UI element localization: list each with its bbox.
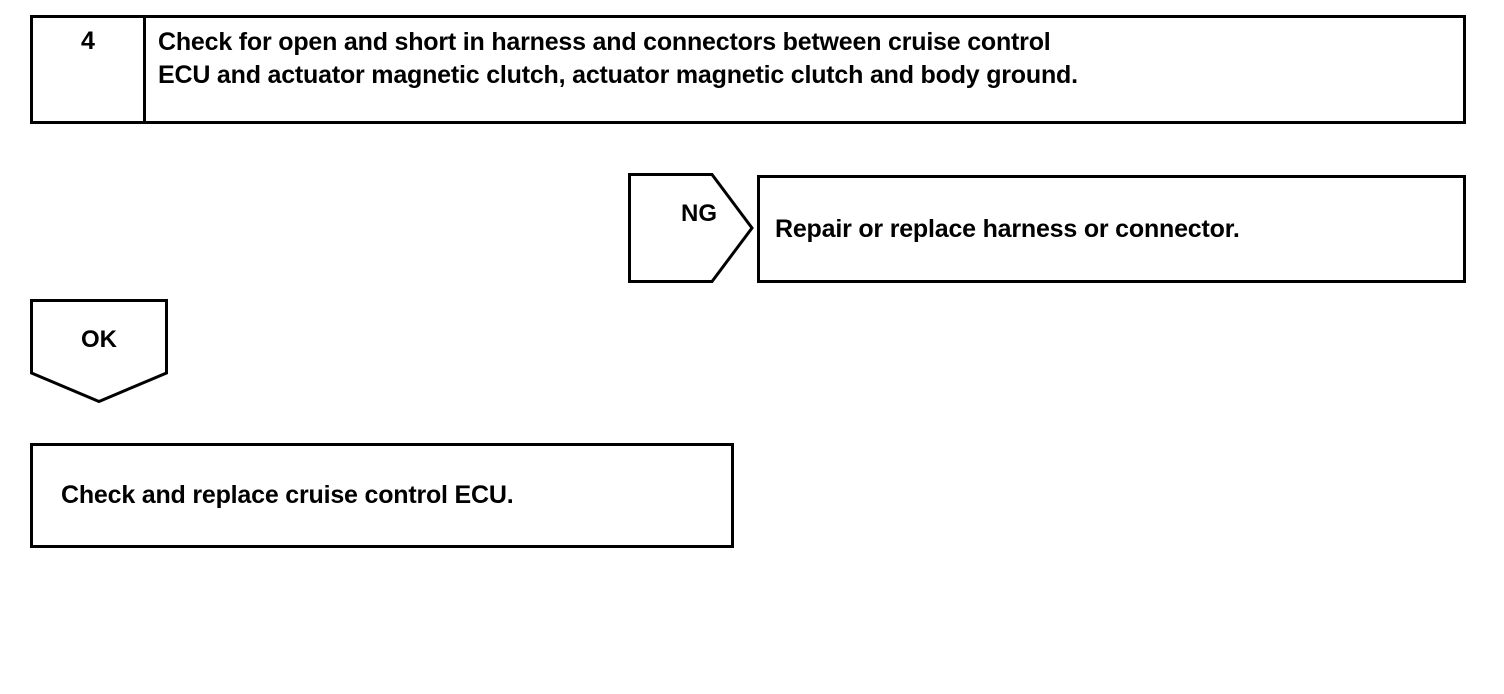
ng-action-text: Repair or replace harness or connector. bbox=[775, 214, 1240, 243]
pentagon-down-icon bbox=[30, 299, 168, 403]
ok-branch-label: OK bbox=[81, 326, 117, 353]
step-instruction-text: Check for open and short in harness and … bbox=[158, 28, 1078, 89]
ng-branch-arrow: NG bbox=[628, 173, 754, 283]
step-number: 4 bbox=[81, 27, 95, 55]
step-number-cell: 4 bbox=[33, 18, 146, 121]
step-row: 4 Check for open and short in harness an… bbox=[30, 15, 1466, 124]
ok-branch-arrow: OK bbox=[30, 299, 168, 403]
step-instruction-cell: Check for open and short in harness and … bbox=[146, 18, 1463, 121]
ok-action-text: Check and replace cruise control ECU. bbox=[61, 481, 514, 509]
ok-action-box: Check and replace cruise control ECU. bbox=[30, 443, 734, 548]
pentagon-right-icon bbox=[628, 173, 754, 283]
ng-action-box: Repair or replace harness or connector. bbox=[757, 175, 1466, 283]
ng-branch-label: NG bbox=[681, 200, 717, 227]
